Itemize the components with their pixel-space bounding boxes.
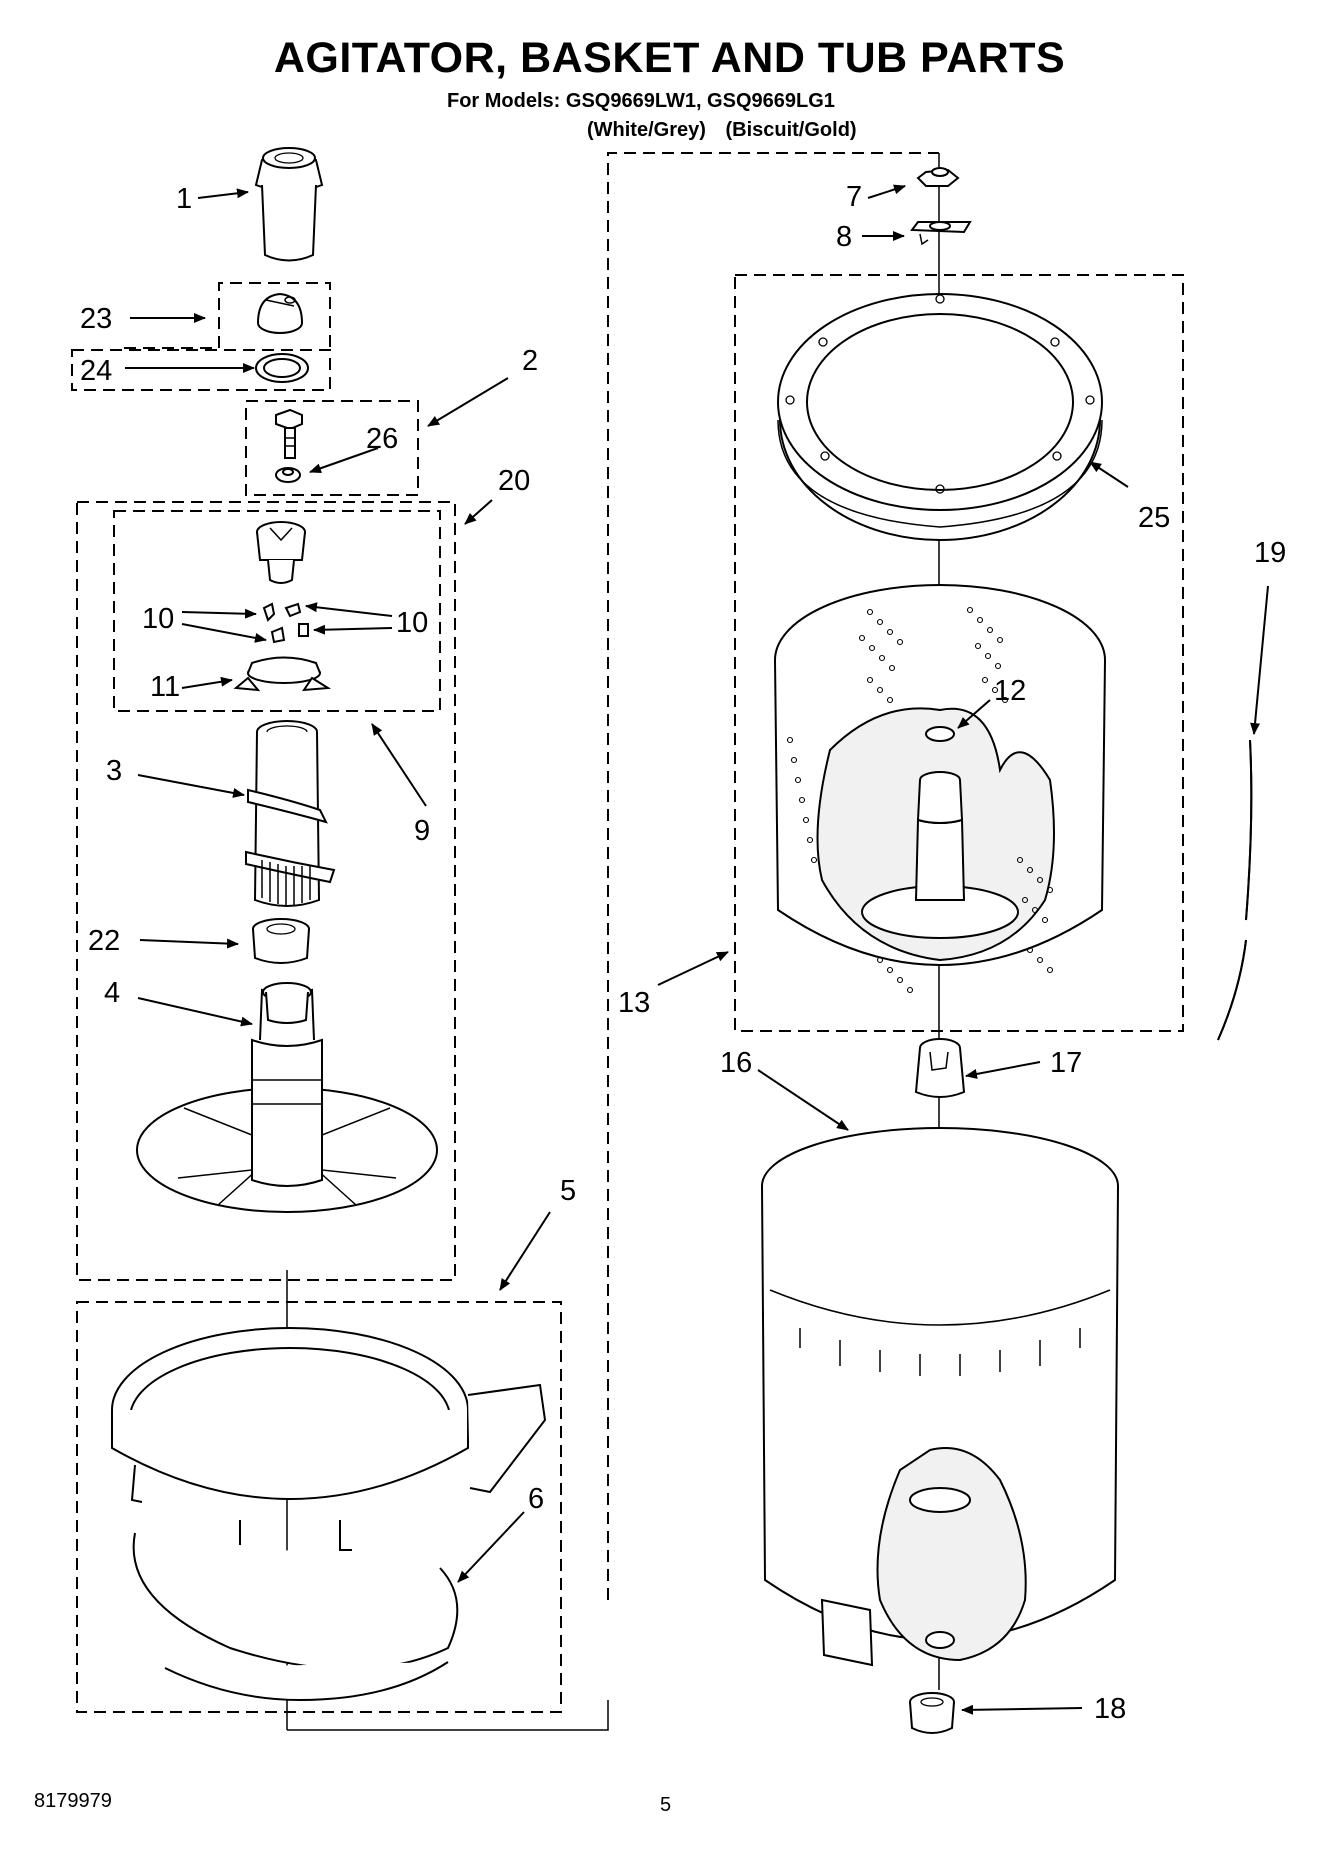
axis-line-bottom [287, 1700, 609, 1731]
callout-7: 7 [846, 181, 862, 213]
part-25-balance-ring [777, 293, 1103, 541]
group-box-23 [124, 282, 331, 350]
part-4-agitator-base [136, 982, 438, 1213]
callout-3: 3 [106, 755, 122, 787]
part-26-washer [275, 467, 301, 483]
callout-17: 17 [1050, 1047, 1082, 1079]
callout-numbers: 1 23 24 2 26 20 10 10 11 9 3 22 4 5 6 7 … [80, 181, 1286, 1725]
basket-perforations [786, 606, 1054, 994]
connector-line [607, 152, 939, 1600]
callout-11: 11 [150, 671, 180, 703]
callout-12: 12 [994, 675, 1026, 707]
callout-22: 22 [88, 925, 120, 957]
callout-24: 24 [80, 355, 112, 387]
part-22-bearing [252, 918, 310, 964]
leader-arrows [125, 184, 1269, 1715]
group-box-13 [734, 274, 1184, 1032]
part-11-cam [233, 656, 332, 692]
callout-19: 19 [1254, 537, 1286, 569]
color-variant-biscuit-gold: (Biscuit/Gold) [725, 119, 857, 141]
callout-6: 6 [528, 1483, 544, 1515]
callout-2: 2 [522, 345, 538, 377]
callout-13: 13 [618, 987, 650, 1019]
color-variants: (White/Grey) (Biscuit/Gold) [587, 119, 871, 142]
group-box-9 [113, 510, 441, 712]
callout-20: 20 [498, 465, 530, 497]
part-2-bolt [275, 408, 303, 459]
part-17-drive-block [914, 1038, 966, 1098]
page-title: AGITATOR, BASKET AND TUB PARTS [273, 34, 1066, 82]
callout-5: 5 [560, 1175, 576, 1207]
part-19-hose [1217, 739, 1253, 1041]
callout-10-left: 10 [142, 603, 174, 635]
part-1-agitator-cap [254, 147, 324, 262]
group-box-2 [245, 400, 419, 496]
callout-9: 9 [414, 815, 430, 847]
callout-1: 1 [176, 183, 192, 215]
part-18-seal [909, 1692, 955, 1734]
page-number: 5 [660, 1794, 672, 1816]
part-20-dog-hub [256, 521, 306, 584]
group-box-20 [76, 501, 456, 1281]
color-variant-white-grey: (White/Grey) [587, 119, 706, 141]
group-box-24 [71, 349, 331, 391]
part-10-dogs [262, 602, 309, 644]
models-line: For Models: GSQ9669LW1, GSQ9669LG1 [447, 90, 835, 112]
callout-10-right: 10 [396, 607, 428, 639]
group-box-5 [76, 1301, 562, 1713]
part-7-nut [916, 167, 960, 187]
callout-4: 4 [104, 977, 120, 1009]
callout-16: 16 [720, 1047, 752, 1079]
callout-18: 18 [1094, 1693, 1126, 1725]
callout-26: 26 [366, 423, 398, 455]
part-8-clip [910, 221, 972, 246]
part-5-tub-ring [111, 1327, 547, 1551]
part-3-auger [245, 720, 336, 907]
part-13-basket [774, 584, 1106, 994]
part-23-cap [257, 292, 303, 334]
part-24-ring [255, 353, 309, 383]
callout-25: 25 [1138, 502, 1170, 534]
document-number: 8179979 [34, 1790, 112, 1812]
callout-8: 8 [836, 221, 852, 253]
part-6-snubber-ring [132, 1532, 459, 1702]
part-16-outer-tub [761, 1127, 1119, 1667]
callout-23: 23 [80, 303, 112, 335]
